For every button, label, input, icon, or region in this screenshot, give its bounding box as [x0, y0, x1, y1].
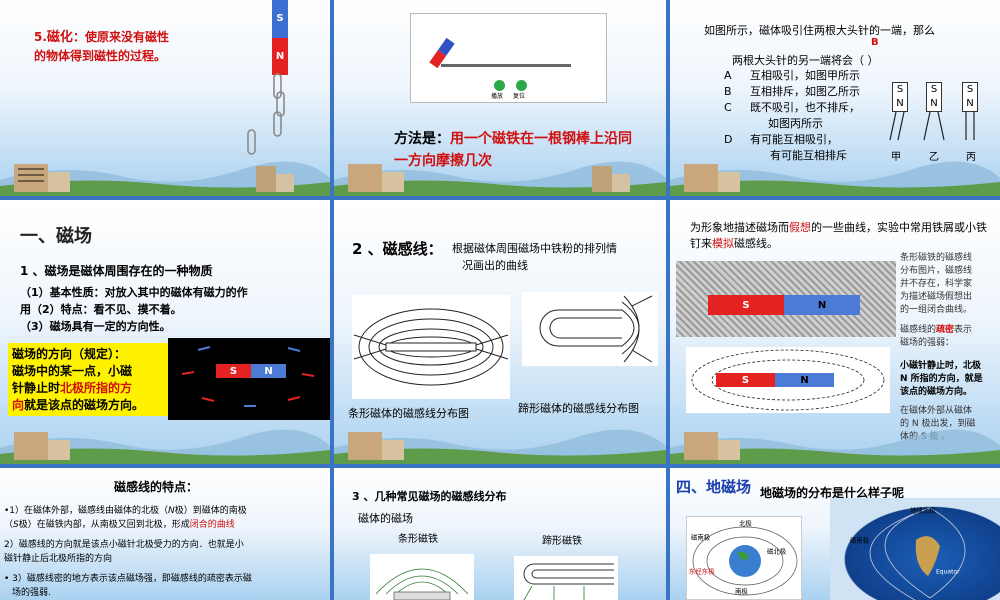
footer-landscape-illustration	[334, 429, 666, 464]
footer-landscape-illustration	[670, 161, 1000, 196]
fig-label-bing: 丙	[966, 152, 976, 163]
option-c-cont: 如图丙所示	[768, 117, 823, 130]
magnetization-definition: 5.磁化：使原来没有磁性 的物体得到磁性的过程。	[34, 30, 169, 63]
caption-u-magnet: 蹄形磁体的磁感线分布图	[518, 402, 639, 415]
features-list: •1）在磁体外部，磁感线由磁体的北极（N极）到磁体的南极 （S极）在磁铁内部，从…	[4, 506, 252, 598]
slide-field-lines[interactable]: 2 、磁感线： 根据磁体周围磁场中铁粉的排列情 况画出的曲线 条形磁体的	[334, 200, 666, 464]
field-direction-box: 磁场的方向（规定）： 磁场中的某一点，小磁 针静止时北极所指的方 向就是该点的磁…	[8, 343, 168, 416]
footer-landscape-illustration	[334, 161, 666, 196]
reset-button[interactable]: 复位	[513, 92, 525, 100]
building-icon	[348, 432, 404, 460]
answer-marker: B	[871, 37, 879, 48]
building-icon	[348, 164, 404, 192]
slide-magnetization[interactable]: 5.磁化：使原来没有磁性 的物体得到磁性的过程。 S N	[0, 0, 330, 196]
caption-bar-magnet: 条形磁体的磁感线分布图	[348, 407, 469, 420]
earth-diagram: 北极 磁南极 磁北极 东经东极 南极	[686, 516, 802, 600]
question-text: 两根大头针的另一端将会（ ）	[732, 54, 879, 67]
model-intro: 为形象地描述磁场而假想的一些曲线，实验中常用铁屑或小铁钉来模拟磁感线。	[690, 221, 987, 250]
slide-pins-question[interactable]: 如图所示，磁体吸引住两根大头针的一端，那么 B 两根大头针的另一端将会（ ） A…	[670, 0, 1000, 196]
section-heading: 四、地磁场	[676, 478, 752, 496]
point-1: 1 、磁场是磁体周围存在的一种物质	[20, 264, 213, 278]
properties-list: （1）基本性质：对放入其中的磁体有磁力的作 用（2）特点：看不见、摸不着。 （3…	[20, 286, 248, 333]
section-heading: 3 、几种常见磁场的磁感线分布	[352, 490, 507, 503]
building-icon	[14, 432, 70, 460]
bar-magnet-field-diagram	[352, 295, 510, 399]
method-text: 方法是：用一个磁铁在一根钢棒上沿同 一方向摩擦几次	[394, 131, 632, 169]
vertical-bar-magnet: S N	[272, 0, 288, 75]
label-u-magnet: 蹄形磁铁	[542, 536, 582, 547]
reset-icon[interactable]	[516, 80, 527, 91]
u-magnet-field-sketch	[514, 556, 618, 600]
subheading: 磁体的磁场	[358, 512, 413, 525]
pins-figure	[889, 111, 975, 141]
section-heading: 磁感线的特点：	[114, 480, 199, 494]
slide-earth-magnetic-field[interactable]: 四、地磁场 地磁场的分布是什么样子呢 北极 磁南极 磁北极 东经东极 南极 地球…	[670, 468, 1000, 600]
slide-common-fields[interactable]: 3 、几种常见磁场的磁感线分布 磁体的磁场 条形磁铁 蹄形磁铁	[334, 468, 666, 600]
slide-magnetize-method[interactable]: 播放 复位 方法是：用一个磁铁在一根钢棒上沿同 一方向摩擦几次	[334, 0, 666, 196]
play-icon[interactable]	[494, 80, 505, 91]
compass-needles	[181, 346, 315, 407]
paperclip-icon	[247, 129, 256, 155]
slide-field-line-features[interactable]: 磁感线的特点： •1）在磁体外部，磁感线由磁体的北极（N极）到磁体的南极 （S极…	[0, 468, 330, 600]
earth-field-lines-image: 地球北极 磁南极 Equator	[830, 498, 1000, 600]
earth-field-question: 地磁场的分布是什么样子呢	[760, 486, 905, 500]
paperclips-illustration	[247, 73, 285, 155]
steel-rod	[441, 64, 571, 67]
option-d-cont: 有可能互相排斥	[770, 149, 847, 162]
slide-magnetic-field[interactable]: 一、磁场 1 、磁场是磁体周围存在的一种物质 （1）基本性质：对放入其中的磁体有…	[0, 200, 330, 464]
u-magnet-field-diagram	[522, 292, 658, 366]
building-icon	[592, 166, 630, 192]
building-icon	[14, 164, 70, 192]
field-lines-desc: 根据磁体周围磁场中铁粉的排列情 况画出的曲线	[452, 242, 617, 272]
building-icon	[684, 432, 740, 460]
continent-shape	[915, 536, 940, 576]
side-note-2: 磁感线的疏密表示 磁场的强弱：	[900, 325, 973, 348]
footer-landscape-illustration	[670, 429, 1000, 464]
fig-label-jia: 甲	[891, 152, 901, 163]
earth-icon	[729, 545, 761, 577]
bar-magnet-field-sketch	[370, 554, 474, 600]
play-button[interactable]: 播放	[491, 92, 503, 100]
building-icon	[256, 166, 294, 192]
building-icon	[684, 164, 740, 192]
footer-landscape-illustration	[0, 161, 330, 196]
question-intro: 如图所示，磁体吸引住两根大头针的一端，那么	[704, 24, 935, 37]
footer-landscape-illustration	[0, 429, 330, 464]
column-separator	[666, 0, 670, 600]
fig-label-yi: 乙	[929, 152, 939, 163]
label-bar-magnet: 条形磁铁	[398, 534, 438, 545]
paperclip-icon	[273, 111, 282, 137]
row-separator	[0, 464, 1000, 468]
side-note-1: 条形磁铁的磁感线分布图片，磁感线并不存在，科学家为描述磁场假想出的一组闭合曲线。	[900, 253, 973, 315]
animation-panel: 播放 复位	[410, 13, 607, 103]
section-heading: 一、磁场	[20, 226, 92, 247]
row-separator	[0, 196, 1000, 200]
column-separator	[330, 0, 334, 600]
section-heading: 2 、磁感线：	[352, 240, 443, 258]
